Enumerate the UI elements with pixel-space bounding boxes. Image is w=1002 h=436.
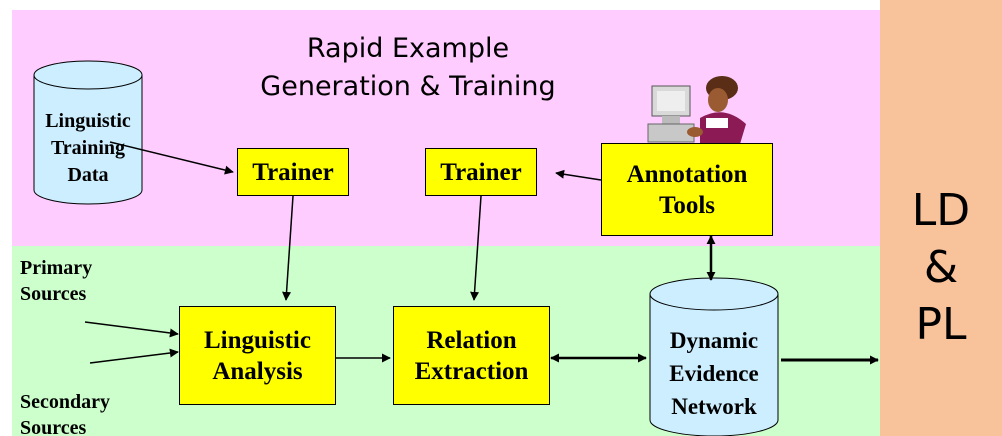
relation-extraction-line-2: Extraction	[414, 357, 529, 385]
relation-extraction-line-1: Relation	[426, 326, 517, 354]
linguistic-analysis-box: Linguistic Analysis	[179, 306, 336, 405]
trainer-left-label: Trainer	[252, 158, 334, 186]
evidence-network-line-1: Dynamic	[669, 328, 759, 353]
secondary-sources-line-1: Secondary	[20, 391, 110, 413]
trainer-right-label: Trainer	[440, 158, 522, 186]
annotation-tools-box: Annotation Tools	[601, 143, 773, 236]
diagram-title: Rapid Example Generation & Training	[218, 30, 598, 106]
evidence-network-cylinder	[649, 277, 779, 436]
side-label-line-2: &	[923, 242, 959, 293]
title-line-2: Generation & Training	[260, 71, 556, 102]
evidence-network-label: Dynamic Evidence Network	[650, 324, 778, 423]
training-data-line-3: Data	[67, 164, 109, 186]
trainer-box-left: Trainer	[237, 148, 349, 196]
side-label-line-1: LD	[911, 185, 971, 236]
primary-sources-label: Primary Sources	[20, 255, 92, 307]
evidence-network-line-3: Network	[671, 394, 757, 419]
evidence-network-line-2: Evidence	[669, 361, 759, 386]
training-data-cylinder	[33, 60, 143, 205]
title-line-1: Rapid Example	[306, 33, 510, 64]
side-panel	[880, 0, 1002, 436]
relation-extraction-box: Relation Extraction	[393, 306, 550, 405]
secondary-sources-line-2: Sources	[20, 417, 87, 436]
training-data-line-1: Linguistic	[45, 110, 131, 132]
primary-sources-line-2: Sources	[20, 283, 87, 305]
linguistic-analysis-line-1: Linguistic	[204, 326, 311, 354]
trainer-box-right: Trainer	[425, 148, 537, 196]
annotation-tools-line-1: Annotation	[626, 160, 748, 188]
linguistic-analysis-line-2: Analysis	[212, 357, 303, 385]
person-at-computer-icon	[647, 76, 746, 144]
training-data-line-2: Training	[50, 137, 126, 159]
training-data-label: Linguistic Training Data	[34, 108, 142, 189]
secondary-sources-label: Secondary Sources	[20, 389, 110, 436]
annotation-tools-line-2: Tools	[658, 191, 716, 219]
primary-sources-line-1: Primary	[20, 257, 93, 279]
side-label-line-3: PL	[915, 299, 967, 350]
